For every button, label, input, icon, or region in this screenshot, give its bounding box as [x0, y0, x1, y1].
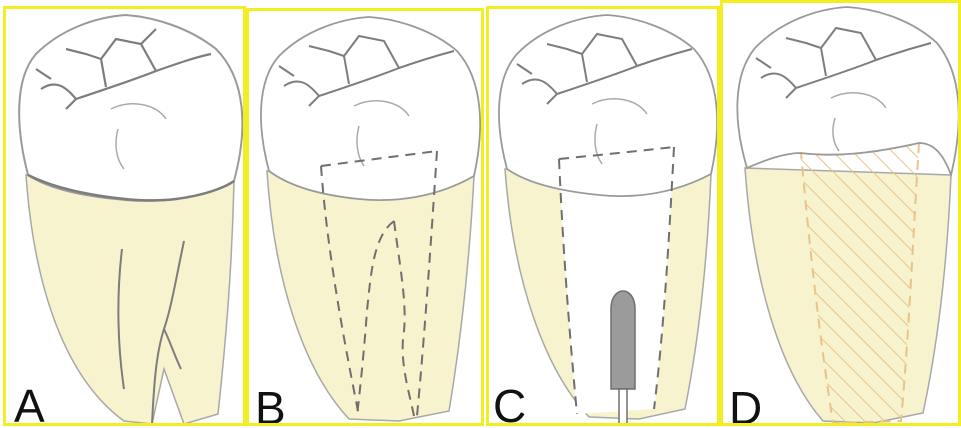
panel-label-a: A	[14, 383, 45, 426]
diamond-bur-icon	[611, 291, 635, 389]
panel-d: D	[720, 0, 961, 426]
panel-b: B	[246, 8, 484, 426]
panel-c: C	[486, 6, 720, 426]
tooth-a-illustration	[6, 9, 246, 426]
tooth-b-illustration	[249, 11, 484, 426]
tooth-d-illustration	[723, 3, 961, 426]
panel-label-d: D	[729, 385, 762, 426]
root-b	[267, 171, 474, 421]
crown-b	[261, 17, 480, 200]
crown-c	[499, 15, 717, 196]
panel-label-c: C	[493, 383, 526, 426]
root-a	[26, 175, 234, 424]
bur-shank	[619, 389, 627, 426]
crown-d	[737, 7, 958, 175]
panel-a: A	[3, 6, 246, 426]
panel-label-b: B	[255, 385, 286, 426]
tooth-c-illustration	[489, 9, 720, 426]
